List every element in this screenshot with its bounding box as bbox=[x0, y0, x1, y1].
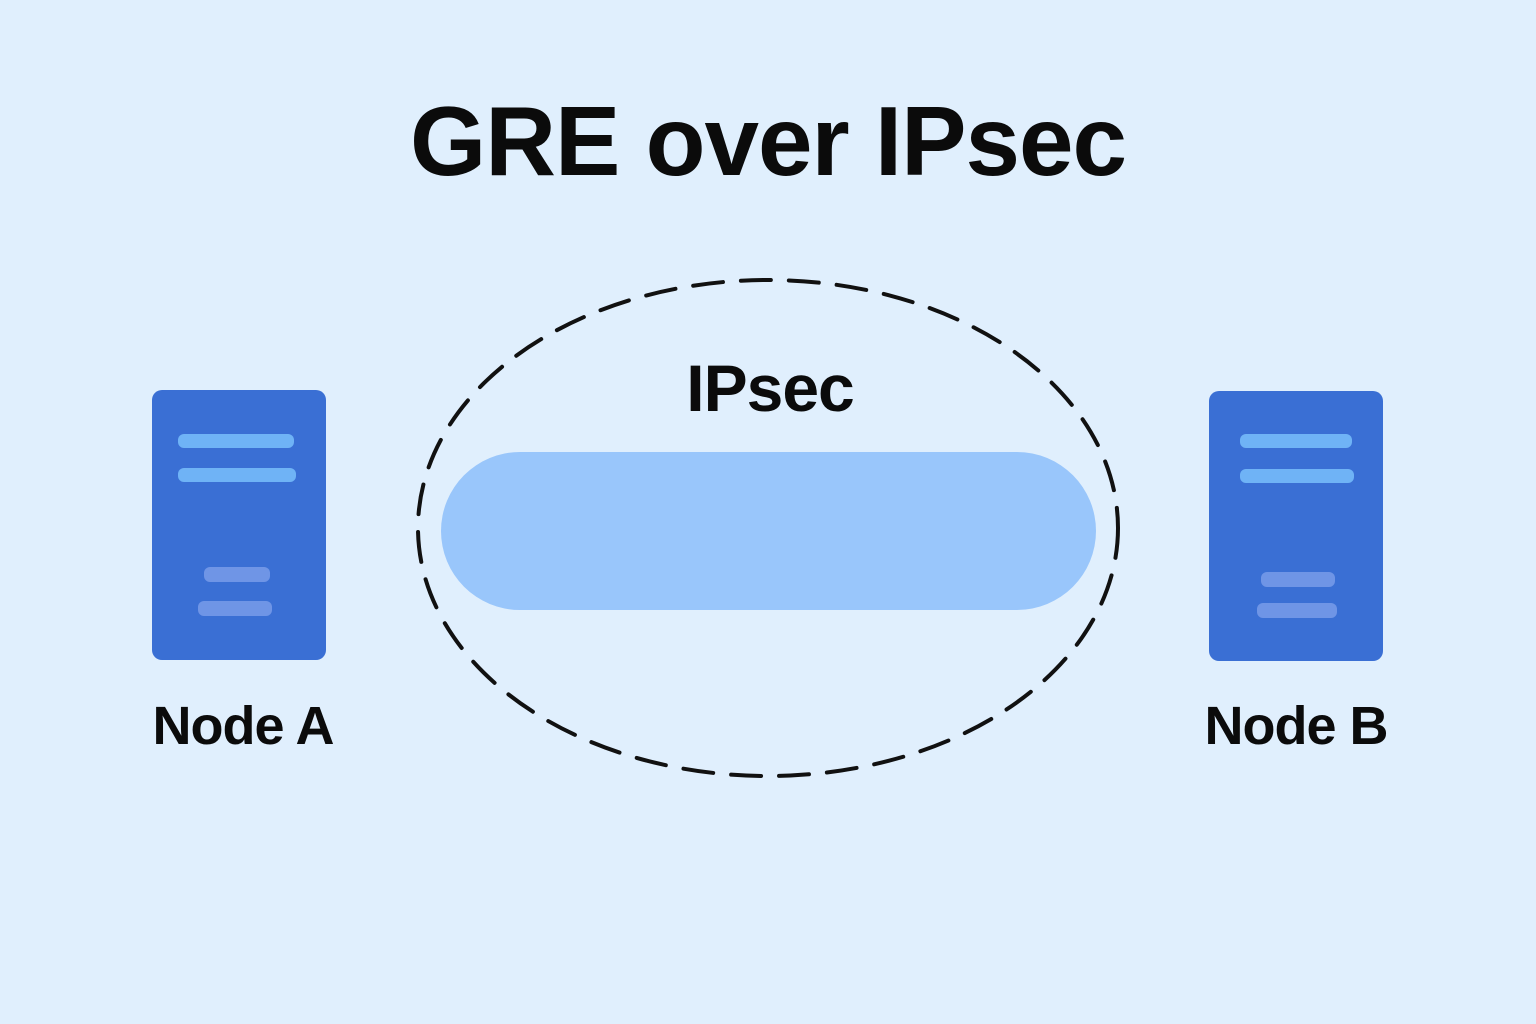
node-b-server-icon bbox=[1209, 391, 1383, 661]
node-b-label: Node B bbox=[1204, 696, 1389, 756]
node-a-label: Node A bbox=[152, 696, 335, 756]
gre-tunnel-pipe bbox=[441, 452, 1096, 610]
ipsec-boundary bbox=[416, 278, 1120, 778]
ipsec-label: IPsec bbox=[686, 351, 854, 425]
node-a-server-icon bbox=[152, 390, 326, 660]
page-title: GRE over IPsec bbox=[410, 86, 1127, 196]
